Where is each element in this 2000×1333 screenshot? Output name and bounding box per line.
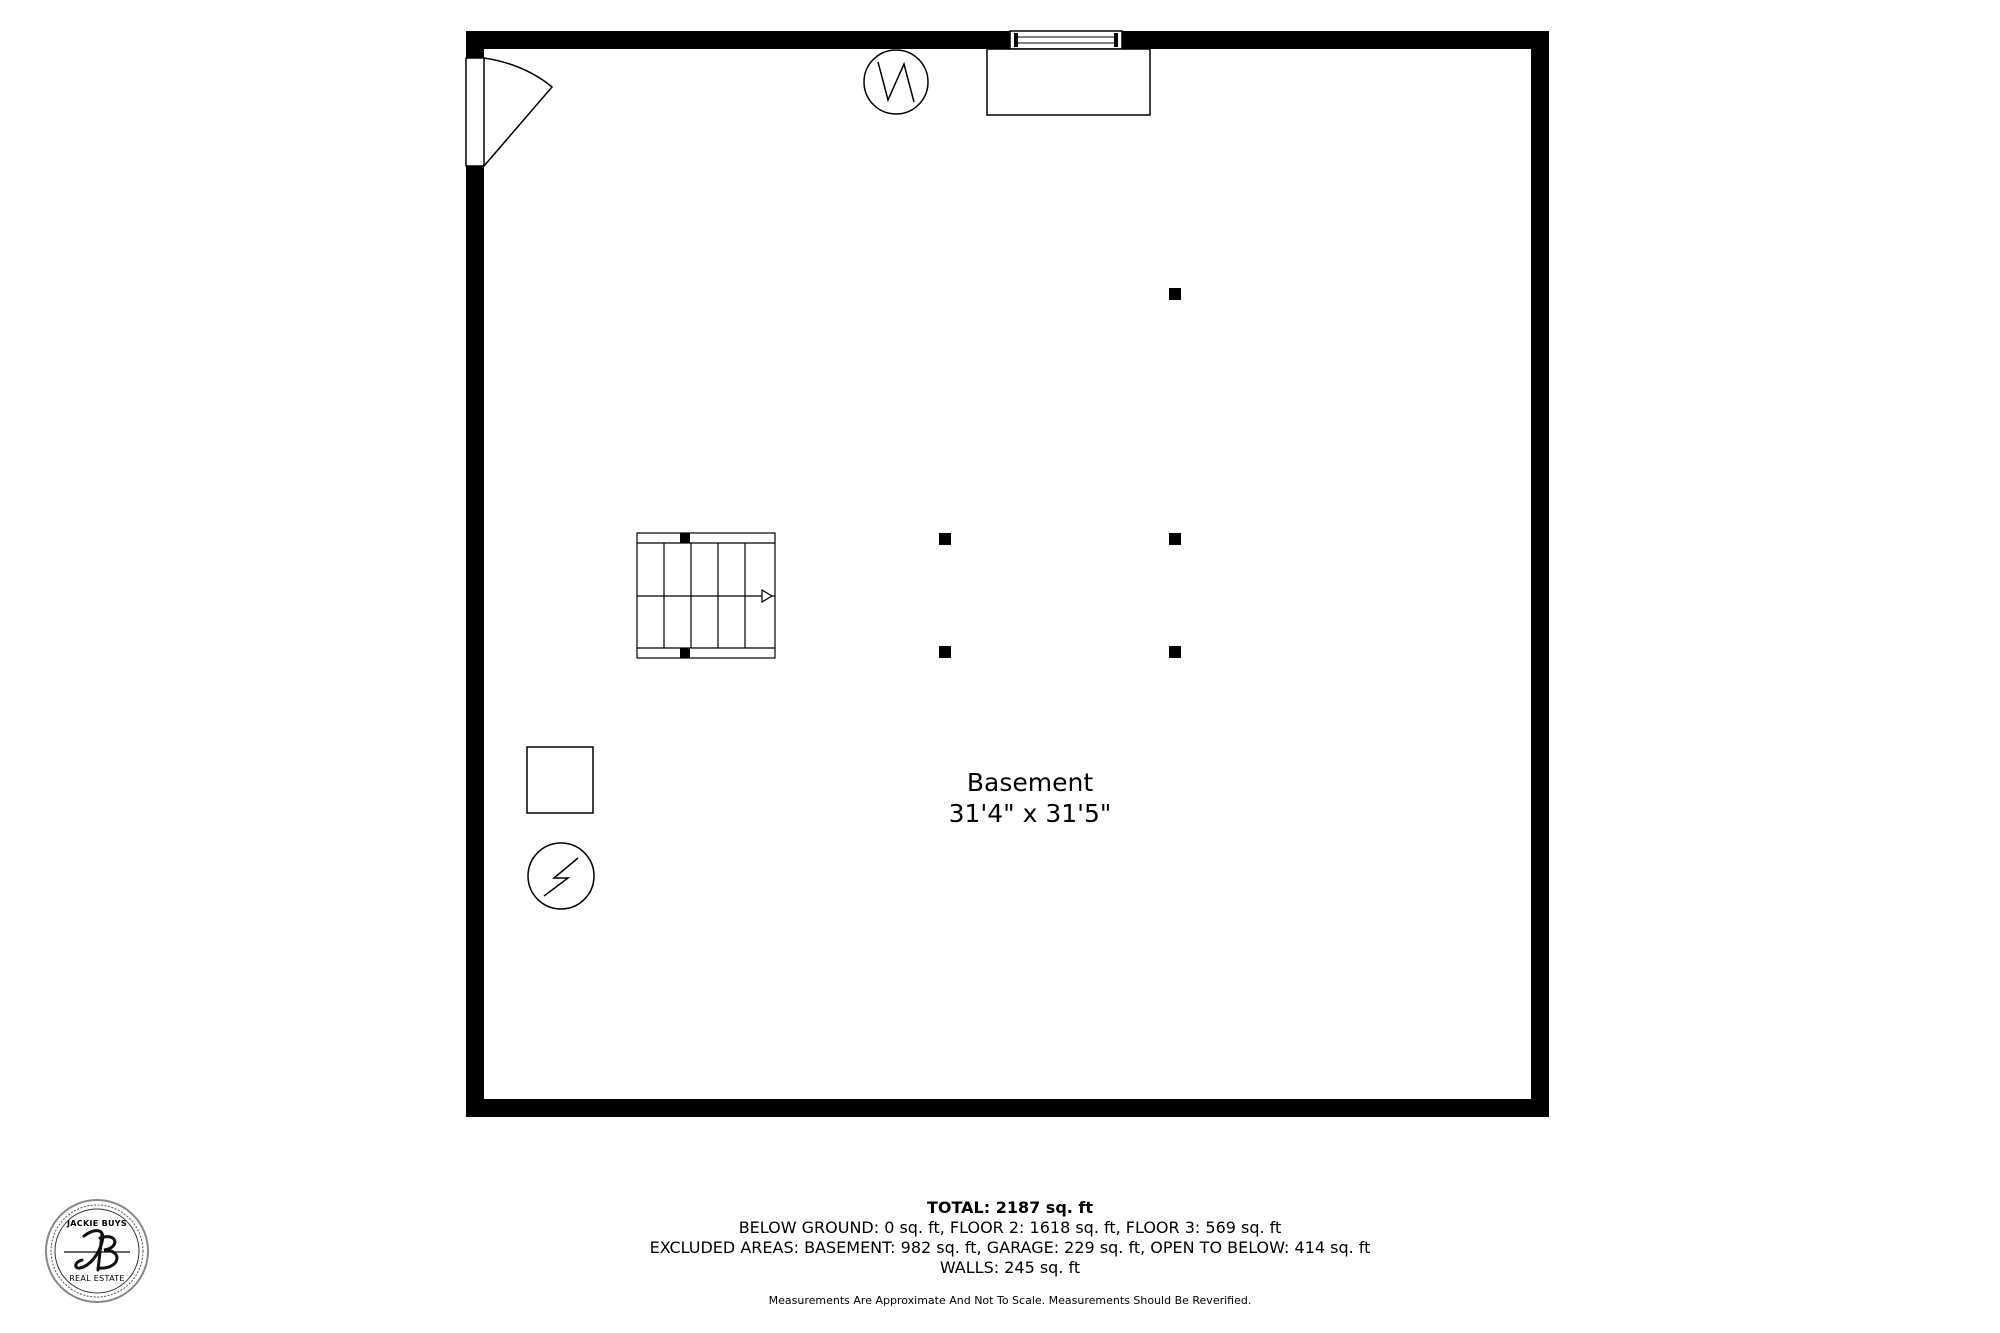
total-area: TOTAL: 2187 sq. ft <box>926 1198 1094 1217</box>
stairs-icon[interactable] <box>636 532 776 659</box>
furnace-box <box>526 746 594 814</box>
column-icon <box>1169 533 1181 545</box>
basement-walls <box>466 31 1549 1117</box>
door-swing-icon[interactable] <box>465 57 554 167</box>
below-ground-area: BELOW GROUND: 0 sq. ft, FLOOR 2: 1618 sq… <box>738 1218 1282 1237</box>
column-icon <box>939 646 951 658</box>
column-icon <box>1169 288 1181 300</box>
area-summary: TOTAL: 2187 sq. ft BELOW GROUND: 0 sq. f… <box>500 1198 1520 1278</box>
window-icon <box>1009 30 1123 50</box>
excluded-areas: EXCLUDED AREAS: BASEMENT: 982 sq. ft, GA… <box>649 1238 1371 1257</box>
walls-area: WALLS: 245 sq. ft <box>939 1258 1081 1277</box>
disclaimer: Measurements Are Approximate And Not To … <box>768 1294 1252 1307</box>
column-icon <box>1169 646 1181 658</box>
column-icon <box>939 533 951 545</box>
water-heater-icon <box>863 49 929 115</box>
logo-seal-icon <box>45 1199 149 1303</box>
room-name: Basement <box>966 768 1094 797</box>
room-dimensions: 31'4" x 31'5" <box>948 799 1112 828</box>
brand-logo: JACKIE BUYS REAL ESTATE <box>44 1198 150 1304</box>
fixture-box <box>986 48 1151 116</box>
furnace-icon <box>527 842 595 910</box>
logo-top-text: JACKIE BUYS <box>67 1219 127 1228</box>
logo-bottom-text: REAL ESTATE <box>69 1274 125 1283</box>
